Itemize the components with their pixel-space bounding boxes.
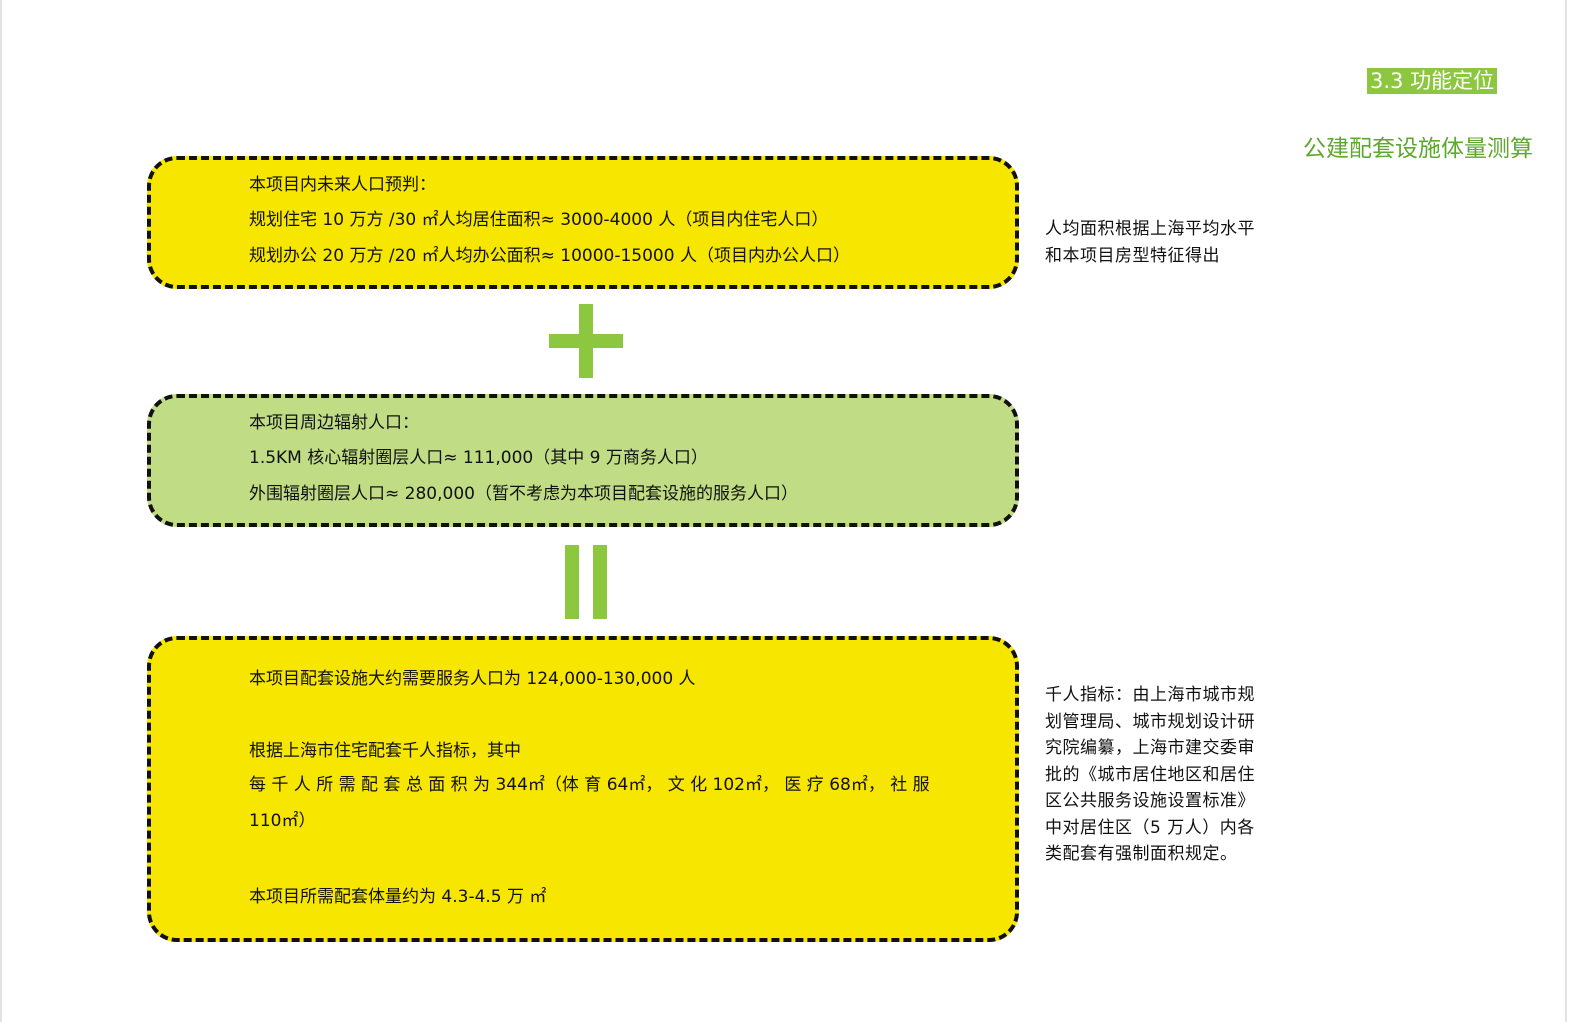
index-basis-line: 根据上海市住宅配套千人指标，其中	[249, 741, 521, 761]
plus-sign-vertical	[579, 304, 593, 378]
thousand-index-note: 千人指标：由上海市城市规划管理局、城市规划设计研究院编纂，上海市建交委审批的《城…	[1045, 685, 1255, 864]
equals-sign-left-bar	[565, 545, 579, 619]
result-box: 本项目配套设施大约需要服务人口为 124,000-130,000 人 根据上海市…	[147, 636, 1019, 942]
section-tag: 3.3 功能定位	[1367, 68, 1498, 94]
surrounding-population-box: 本项目周边辐射人口： 1.5KM 核心辐射圈层人口≈ 111,000（其中 9 …	[147, 394, 1019, 527]
equals-sign-right-bar	[593, 545, 607, 619]
area-basis-note: 人均面积根据上海平均水平和本项目房型特征得出	[1045, 219, 1255, 266]
page-edge-left	[0, 0, 2, 1022]
per-thousand-area-line-cont: 110㎡）	[249, 811, 316, 831]
project-population-heading: 本项目内未来人口预判：	[249, 175, 436, 195]
residential-population-line: 规划住宅 10 万方 /30 ㎡人均居住面积≈ 3000-4000 人（项目内住…	[249, 210, 829, 230]
core-radius-population-line: 1.5KM 核心辐射圈层人口≈ 111,000（其中 9 万商务人口）	[249, 448, 708, 468]
required-volume-line: 本项目所需配套体量约为 4.3-4.5 万 ㎡	[249, 887, 547, 907]
project-population-box: 本项目内未来人口预判： 规划住宅 10 万方 /30 ㎡人均居住面积≈ 3000…	[147, 156, 1019, 289]
service-population-line: 本项目配套设施大约需要服务人口为 124,000-130,000 人	[249, 669, 696, 689]
surrounding-population-heading: 本项目周边辐射人口：	[249, 413, 419, 433]
page-title: 公建配套设施体量测算	[1303, 136, 1533, 162]
per-thousand-area-line: 每 千 人 所 需 配 套 总 面 积 为 344㎡（体 育 64㎡， 文 化 …	[249, 775, 930, 795]
office-population-line: 规划办公 20 万方 /20 ㎡人均办公面积≈ 10000-15000 人（项目…	[249, 246, 850, 266]
page-edge-right	[1565, 0, 1567, 1022]
outer-radius-population-line: 外围辐射圈层人口≈ 280,000（暂不考虑为本项目配套设施的服务人口）	[249, 484, 798, 504]
